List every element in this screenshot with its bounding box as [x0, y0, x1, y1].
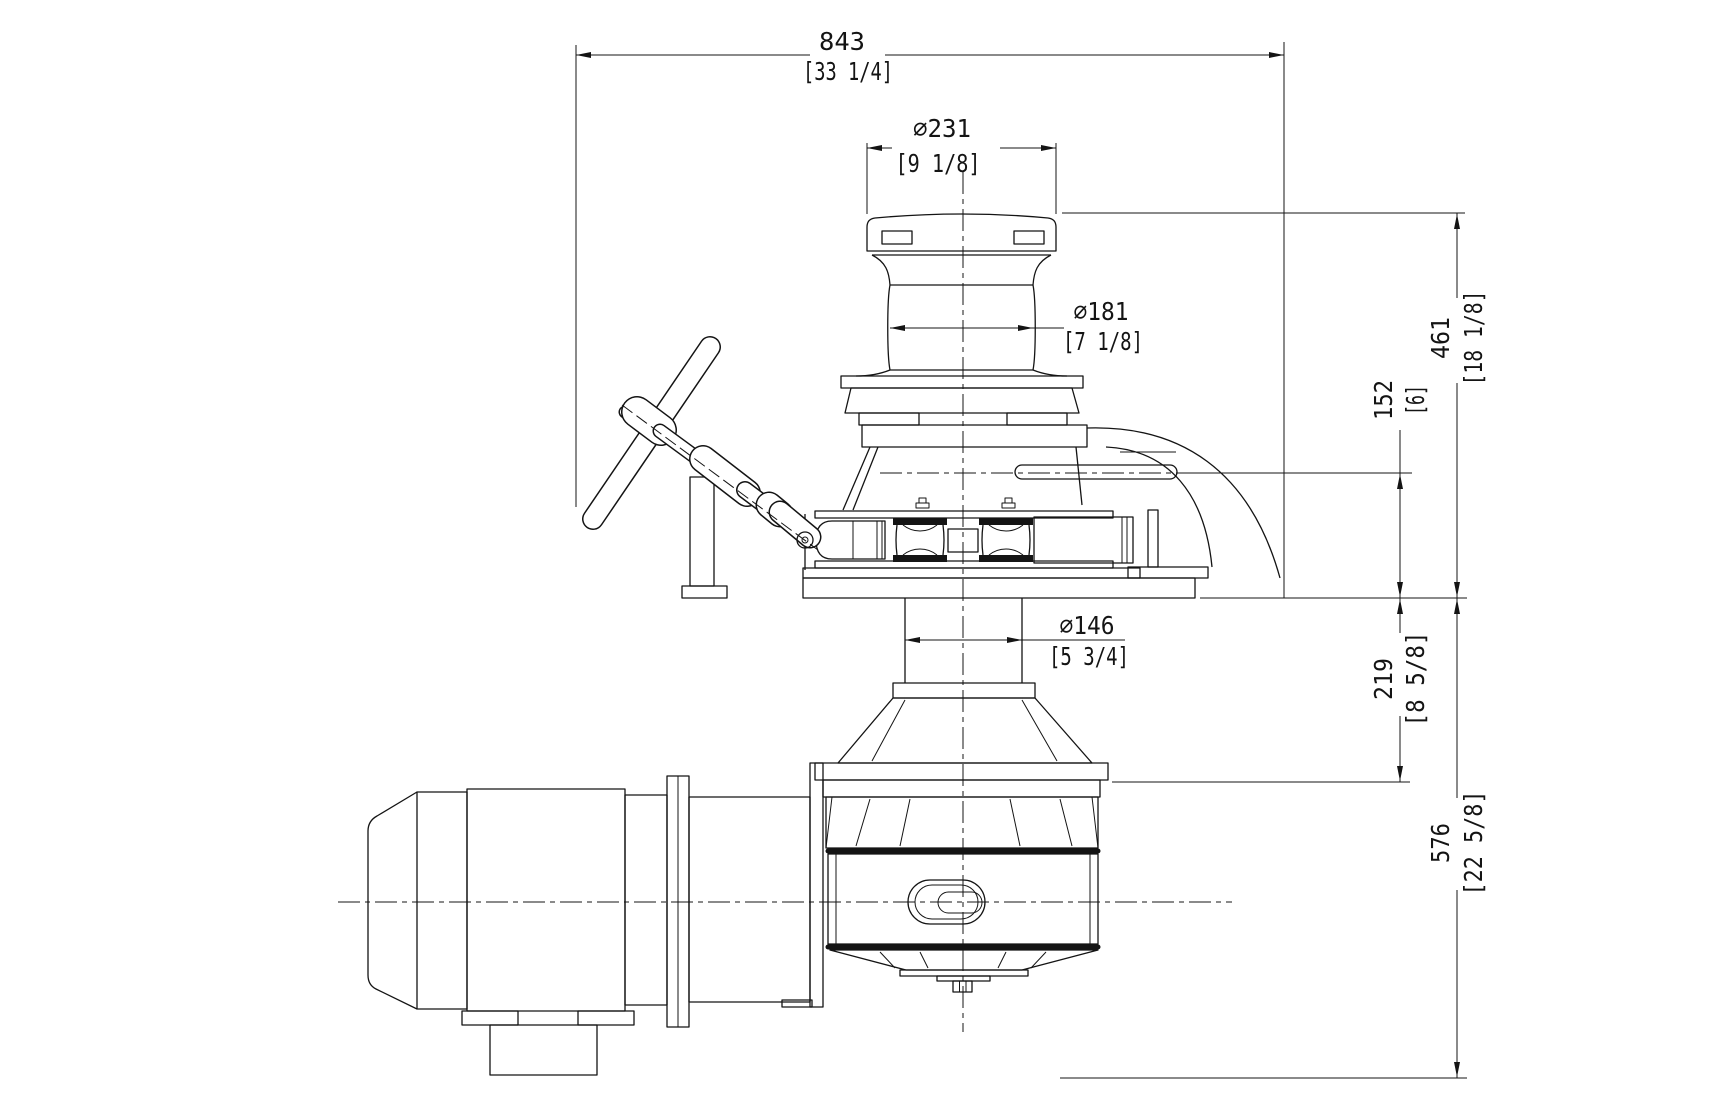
dim-deck-to-gearbox-flange: 219 [8 5/8] [1112, 597, 1467, 783]
dim-shaft-diameter-mm: ⌀146 [1060, 611, 1115, 640]
dim-height-above-deck-inches: [18 1/8] [1459, 291, 1488, 386]
dim-height-above-deck: 461 [18 1/8] [1062, 212, 1488, 598]
dim-head-diameter: ⌀231 [9 1/8] [866, 114, 1057, 214]
dim-drum-diameter-mm: ⌀181 [1074, 297, 1129, 326]
dim-drum-diameter: ⌀181 [7 1/8] [890, 297, 1143, 356]
gearbox [781, 598, 1109, 1008]
capstan-head [840, 213, 1088, 511]
handwheel-assembly [582, 336, 822, 551]
handwheel-support-column [681, 476, 728, 599]
dim-shaft-diameter-inches: [5 3/4] [1049, 642, 1129, 671]
deck-base-plate [802, 567, 1196, 599]
chain-pipe-elbow [1014, 427, 1281, 579]
dim-head-diameter-mm: ⌀231 [913, 114, 971, 143]
dim-deck-to-gearbox-flange-mm: 219 [1369, 658, 1398, 700]
dim-gypsy-centerline-to-deck: 152 [6] [1180, 380, 1430, 598]
dim-deck-to-gearbox-flange-inches: [8 5/8] [1401, 632, 1430, 727]
dim-height-above-deck-mm: 461 [1426, 317, 1455, 359]
dim-gypsy-centerline-to-deck-inches: [6] [1401, 385, 1430, 415]
gearbox-mounting-plate [809, 762, 824, 1008]
electric-motor [367, 775, 811, 1076]
dim-depth-below-deck: 576 [22 5/8] [1060, 598, 1488, 1079]
gypsy-windlass-unit [804, 497, 1134, 570]
dim-overall-width: 843 [33 1/4] [575, 27, 1285, 598]
dim-overall-width-mm: 843 [819, 27, 865, 56]
dim-depth-below-deck-mm: 576 [1426, 823, 1455, 863]
dim-head-diameter-inches: [9 1/8] [896, 149, 981, 178]
handwheel-shaft-centerline [621, 404, 819, 551]
motor-junction-box [489, 1024, 598, 1076]
dim-depth-below-deck-inches: [22 5/8] [1459, 791, 1488, 896]
dim-gypsy-centerline-to-deck-mm: 152 [1369, 380, 1398, 420]
dim-shaft-diameter: ⌀146 [5 3/4] [905, 611, 1129, 671]
centerlines [338, 172, 1232, 1032]
dim-drum-diameter-inches: [7 1/8] [1063, 327, 1143, 356]
dim-overall-width-inches: [33 1/4] [803, 57, 893, 86]
